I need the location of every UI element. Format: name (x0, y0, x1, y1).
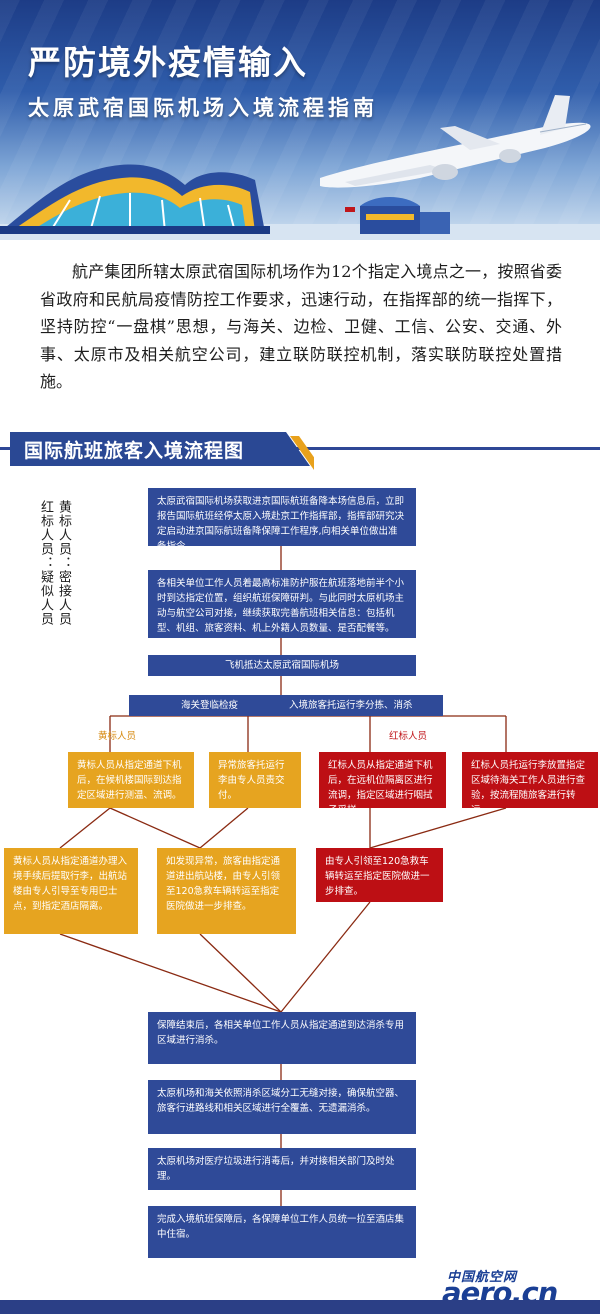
intro-paragraph: 航产集团所辖太原武宿国际机场作为12个指定入境点之一，按照省委省政府和民航局疫情… (40, 262, 562, 391)
header-banner: 严防境外疫情输入 太原武宿国际机场入境流程指南 (0, 0, 600, 240)
control-building-icon (345, 197, 450, 234)
yellow-branch-label: 黄标人员 (98, 731, 137, 742)
terminal-building-icon (0, 164, 270, 234)
flow-step-notify: 太原武宿国际机场获取进京国际航班备降本场信息后，立即报告国际航班经停太原入境赴京… (148, 488, 416, 546)
flow-red-hospital: 由专人引领至120急救车辆转运至指定医院做进一步排查。 (316, 848, 443, 902)
section-header: 国际航班旅客入境流程图 (0, 428, 600, 470)
logo-cn-text: 中国航空网 (447, 1270, 518, 1285)
flow-step-staff-disinfect: 保障结束后，各相关单位工作人员从指定通道到达消杀专用区域进行消杀。 (148, 1012, 416, 1064)
flow-step-medical-waste: 太原机场对医疗垃圾进行消毒后，并对接相关部门及时处理。 (148, 1148, 416, 1190)
flow-yellow-hotel-isolation: 黄标人员从指定通道办理入境手续后提取行李，出航站楼由专人引导至专用巴士点，到指定… (4, 848, 138, 934)
page-title: 严防境外疫情输入 (28, 43, 308, 82)
red-branch-label: 红标人员 (389, 731, 428, 742)
page-subtitle: 太原武宿国际机场入境流程指南 (28, 96, 378, 120)
flow-step-quarantine-bar: 海关登临检疫 入境旅客托运行李分拣、消杀 (129, 695, 443, 716)
banner-illustration (0, 95, 600, 240)
legend-red: 红标人员：疑似人员 (38, 500, 53, 626)
flow-red-luggage: 红标人员托运行李放置指定区域待海关工作人员进行查验，按流程随旅客进行转运。 (462, 752, 598, 808)
flow-red-sampling: 红标人员从指定通道下机后，在远机位隔离区进行流调，指定区域进行咽拭子采样。 (319, 752, 446, 808)
flow-step-area-disinfect: 太原机场和海关依照消杀区域分工无缝对接，确保航空器、旅客行进路线和相关区域进行全… (148, 1080, 416, 1134)
flow-yellow-hospital: 如发现异常，旅客由指定通道进出航站楼，由专人引领至120急救车辆转运至指定医院做… (157, 848, 296, 934)
section-title: 国际航班旅客入境流程图 (24, 440, 245, 462)
flow-step-luggage-disinfect: 入境旅客托运行李分拣、消杀 (289, 700, 413, 711)
flow-step-customs-quarantine: 海关登临检疫 (181, 700, 239, 711)
footer-bar (0, 1300, 600, 1314)
flow-step-prepare: 各相关单位工作人员着最高标准防护服在航班落地前半个小时到达指定位置，组织航班保障… (148, 570, 416, 638)
flow-yellow-screening: 黄标人员从指定通道下机后，在候机楼国际到达指定区域进行测温、流调。 (68, 752, 194, 808)
flow-yellow-luggage: 异常旅客托运行李由专人员责交付。 (209, 752, 301, 808)
flow-step-arrival: 飞机抵达太原武宿国际机场 (148, 655, 416, 676)
flow-step-accommodation: 完成入境航班保障后，各保障单位工作人员统一拉至酒店集中住宿。 (148, 1206, 416, 1258)
airplane-icon (320, 95, 591, 188)
legend-yellow: 黄标人员：密接人员 (56, 500, 71, 626)
